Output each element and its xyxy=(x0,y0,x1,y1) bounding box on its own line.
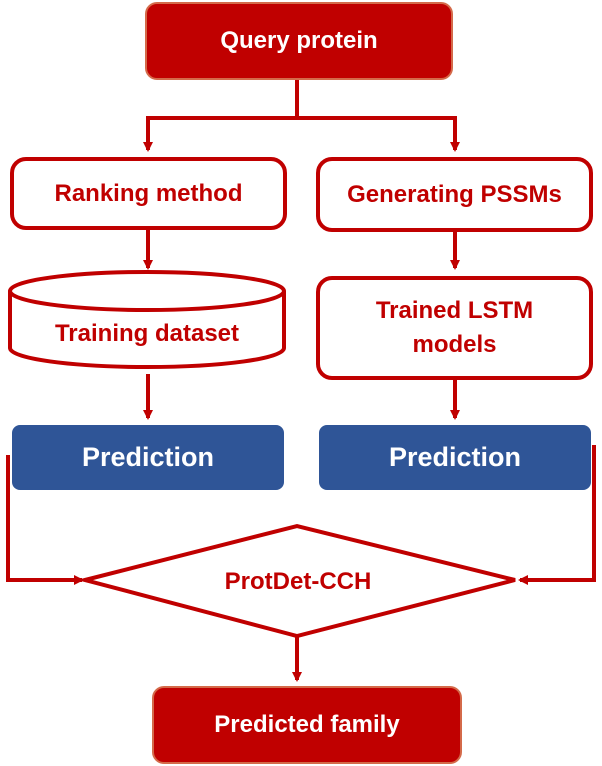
query-protein-label: Query protein xyxy=(220,27,378,54)
training-dataset-cylinder xyxy=(8,270,286,369)
trained-lstm-label-line1: Trained LSTM xyxy=(375,297,534,325)
predicted-family-box: Predicted family xyxy=(152,686,462,764)
connector-right-to-diamond xyxy=(518,445,596,585)
generating-pssms-box: Generating PSSMs xyxy=(316,157,593,232)
generating-pssms-label: Generating PSSMs xyxy=(347,180,562,208)
trained-lstm-box: Trained LSTM models xyxy=(316,276,593,380)
ranking-method-label: Ranking method xyxy=(54,179,243,207)
training-dataset-label: Training dataset xyxy=(54,320,240,347)
connector-split-right xyxy=(297,116,460,152)
prediction-right-label: Prediction xyxy=(388,442,522,472)
prediction-left-box: Prediction xyxy=(12,425,284,490)
query-protein-box: Query protein xyxy=(145,2,453,80)
trained-lstm-label-line2: models xyxy=(412,331,497,358)
connector-query-split xyxy=(143,80,299,152)
prediction-left-label: Prediction xyxy=(81,442,215,472)
prediction-right-box: Prediction xyxy=(319,425,591,490)
protdet-cch-label: ProtDet-CCH xyxy=(224,568,372,595)
protdet-diamond xyxy=(77,523,516,639)
connector-left-to-diamond xyxy=(6,455,84,585)
ranking-method-box: Ranking method xyxy=(10,157,287,230)
predicted-family-label: Predicted family xyxy=(214,711,400,738)
